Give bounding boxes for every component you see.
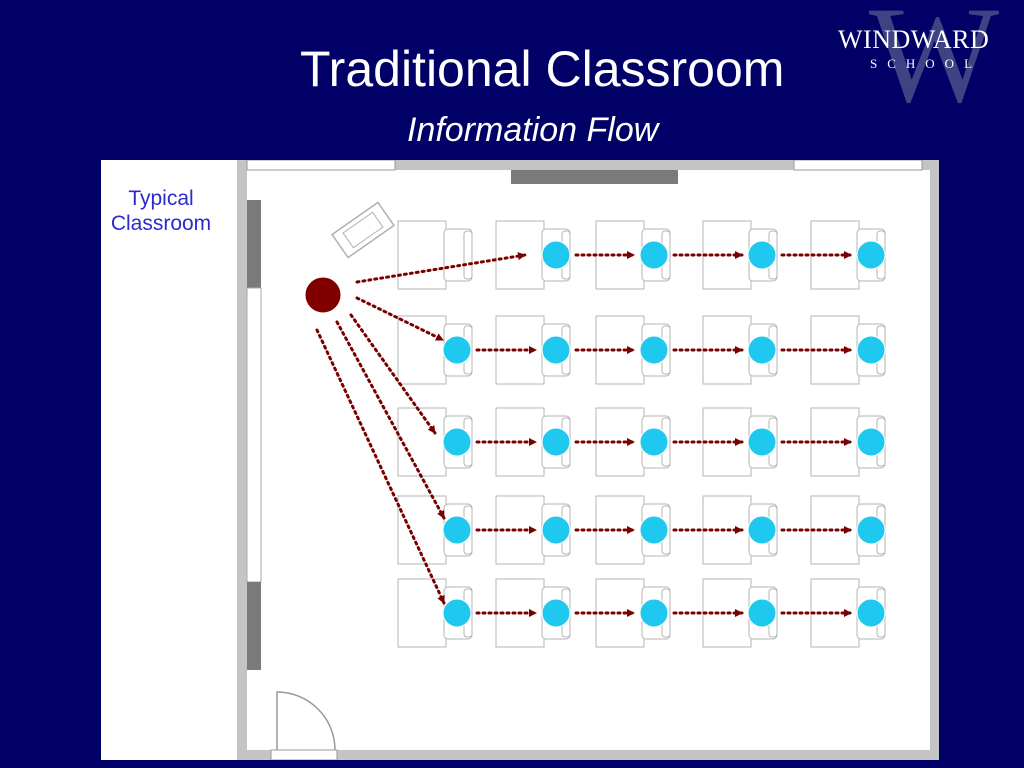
desk: [397, 315, 447, 385]
desk: [397, 220, 447, 290]
teacher: [304, 276, 342, 314]
slide-subtitle: Information Flow: [407, 111, 659, 149]
student: [639, 335, 669, 365]
student: [747, 515, 777, 545]
student: [541, 427, 571, 457]
student: [541, 598, 571, 628]
student: [747, 240, 777, 270]
teacher-desk: [330, 201, 396, 259]
student: [747, 427, 777, 457]
desk: [495, 220, 545, 290]
information-flow-arrows: [315, 251, 853, 617]
desk: [397, 407, 447, 477]
student: [541, 515, 571, 545]
student: [639, 427, 669, 457]
logo-monogram: W: [868, 0, 1000, 131]
student: [639, 240, 669, 270]
student: [442, 427, 472, 457]
classroom-diagram-panel: Typical Classroom: [101, 160, 939, 760]
teacher-flow-arrow: [355, 296, 445, 342]
student: [856, 335, 886, 365]
student: [442, 598, 472, 628]
student: [639, 598, 669, 628]
student: [442, 335, 472, 365]
student: [856, 240, 886, 270]
windward-school-logo: W WINDWARD SCHOOL: [834, 0, 1024, 124]
people-layer: [304, 240, 886, 628]
desk: [397, 578, 447, 648]
teacher-flow-arrow: [355, 252, 527, 284]
teacher-flow-arrow: [315, 328, 446, 605]
student: [541, 240, 571, 270]
logo-name: WINDWARD: [838, 25, 990, 54]
classroom-floor-plan: [237, 160, 939, 760]
teacher-flow-arrow: [335, 320, 446, 520]
student: [639, 515, 669, 545]
student: [747, 335, 777, 365]
logo-subname: SCHOOL: [870, 56, 983, 71]
chair-back: [463, 230, 473, 280]
legend-label: Typical Classroom: [110, 187, 212, 235]
student: [747, 598, 777, 628]
student: [541, 335, 571, 365]
student: [856, 598, 886, 628]
student: [442, 515, 472, 545]
slide-title: Traditional Classroom: [300, 41, 785, 97]
teacher-flow-arrow: [349, 313, 437, 435]
student: [856, 515, 886, 545]
student: [856, 427, 886, 457]
